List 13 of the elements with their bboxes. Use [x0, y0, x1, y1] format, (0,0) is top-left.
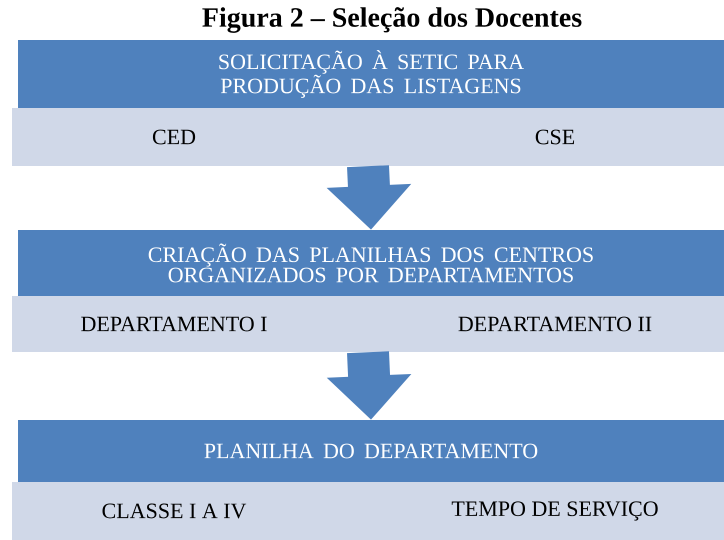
header-band: PLANILHA DO DEPARTAMENTO	[18, 420, 724, 482]
sub-band	[12, 296, 724, 352]
band-label: CSE	[536, 130, 574, 144]
band-label: CED	[152, 130, 196, 144]
sub-band	[12, 108, 724, 166]
header-band: CRIAÇÃO DAS PLANILHAS DOS CENTROS ORGANIZADOS POR DEPARTAMENTOS	[18, 230, 724, 296]
band-label: TEMPO DE SERVIÇO	[452, 501, 658, 521]
band-label: DEPARTAMENTO II	[458, 316, 652, 332]
band-label: CLASSE I A IV	[102, 504, 246, 518]
title: Figura 2 – Seleção dos Docentes	[202, 7, 582, 33]
band-label: DEPARTAMENTO I	[81, 316, 267, 332]
sub-band	[12, 482, 724, 540]
header-band: SOLICITAÇÃO À SETIC PARA PRODUÇÃO DAS LISTAGENS	[18, 40, 724, 108]
